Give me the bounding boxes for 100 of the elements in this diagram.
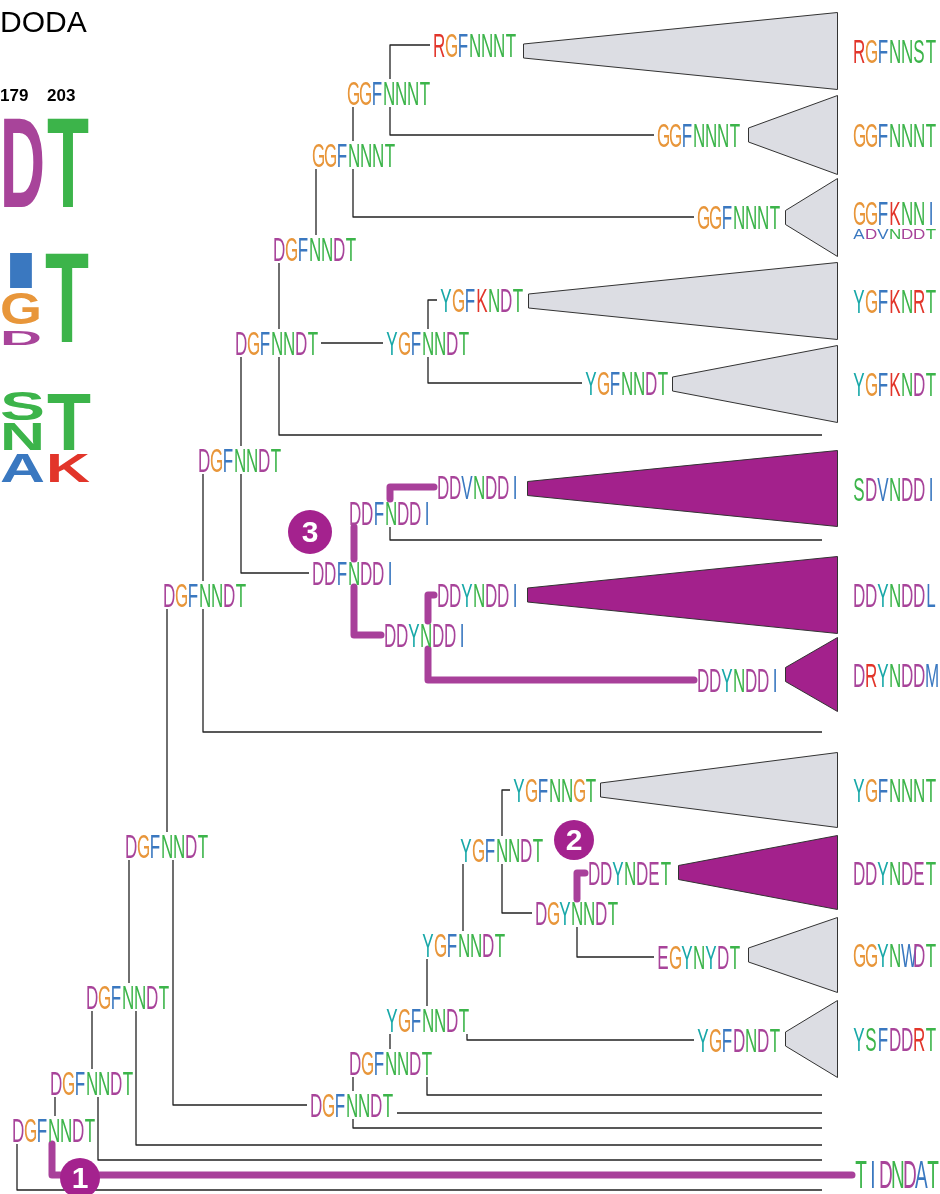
clade-triangle	[785, 1000, 838, 1078]
residue-letter: I	[0, 252, 42, 289]
residue-sequence: YGFNNDT	[386, 1006, 470, 1034]
tree-branch	[135, 1010, 823, 1146]
residue-sequence: DDVNDDI	[437, 473, 521, 501]
residue-letter: S	[0, 391, 45, 421]
clade-triangle	[600, 752, 838, 828]
tree-branch	[350, 523, 358, 563]
clade-triangle	[678, 835, 838, 910]
tree-branch	[386, 483, 438, 503]
tree-branch	[396, 1112, 823, 1114]
tree-branch	[240, 473, 310, 574]
clade-triangle	[785, 637, 838, 712]
consensus-sequence: GGFNNNT	[853, 121, 937, 149]
position-number: 179	[0, 86, 29, 106]
clade-triangle	[748, 95, 838, 175]
clade-triangle	[527, 556, 838, 634]
tree-branch	[424, 645, 698, 684]
tree-branch	[315, 168, 317, 236]
tree-branch	[128, 859, 130, 984]
residue-sequence: DGFNNDT	[349, 1049, 433, 1077]
residue-sequence: DGFNNDT	[12, 1116, 96, 1144]
consensus-sequence: DDYNDET	[853, 858, 937, 887]
residue-sequence: GGFNNNT	[657, 121, 741, 149]
residue-sequence: YGFNNDT	[585, 369, 669, 397]
residue-letter: A	[0, 453, 45, 483]
callout-number: 1	[60, 1158, 100, 1194]
tree-branch	[352, 1118, 823, 1129]
consensus-sequence: SDVNDDI	[853, 474, 935, 503]
residue-sequence: YGFKNDT	[440, 286, 524, 314]
callout-number: 3	[288, 510, 332, 554]
tree-branch	[352, 106, 354, 142]
clade-triangle	[785, 178, 838, 257]
tree-branch	[462, 863, 464, 932]
residue-sequence: DDYNDDI	[697, 666, 781, 694]
tree-branch	[501, 863, 533, 914]
tree-branch	[166, 608, 168, 833]
residue-sequence: YGFDNDT	[697, 1026, 781, 1054]
residue-sequence: DGFNNDT	[310, 1091, 394, 1119]
residue-sequence: YGFNNDT	[386, 329, 470, 357]
tree-branch	[54, 1096, 56, 1117]
tree-branch	[352, 1076, 354, 1092]
clade-triangle	[748, 917, 838, 993]
tree-branch	[389, 526, 823, 541]
title: DODA	[0, 4, 87, 40]
consensus-sequence: YGFNNNT	[853, 776, 937, 804]
tree-branch	[426, 958, 428, 1007]
residue-sequence: DDYNDDI	[384, 621, 468, 649]
residue-sequence: GGFNNNT	[697, 203, 781, 231]
tree-branch	[427, 299, 438, 330]
tree-branch	[424, 591, 438, 625]
tree-branch	[278, 356, 823, 436]
tree-branch	[278, 262, 280, 330]
residue-letter: T	[47, 391, 91, 451]
residue-sequence: YGFNNDT	[422, 931, 506, 959]
residue-letter: T	[47, 117, 89, 210]
consensus-sequence: YSFDDRT	[853, 1025, 937, 1053]
residue-sequence: YGFNNDT	[460, 836, 544, 864]
tree-branch	[389, 106, 655, 136]
tree-branch	[389, 1033, 391, 1050]
consensus-sequence: GGFKNNI	[853, 198, 934, 227]
residue-sequence: DGFNNDT	[86, 983, 170, 1011]
residue-sequence: YGFNNGT	[513, 776, 597, 804]
residue-sequence: DDYNDET	[588, 859, 672, 887]
residue-sequence: DGFNNDT	[273, 235, 357, 263]
tree-branch	[573, 869, 589, 903]
residue-sequence: DDFNDDI	[349, 499, 433, 527]
residue-sequence: DGYNNDT	[535, 899, 619, 927]
tree-branch	[48, 1140, 856, 1179]
residue-sequence: DDFNDDI	[312, 559, 396, 587]
clade-triangle	[523, 12, 838, 90]
tree-branch	[91, 1010, 93, 1070]
residue-sequence: DGFNNDT	[163, 581, 247, 609]
consensus-sequence: DRYNDDM	[853, 660, 937, 689]
residue-letter: D	[0, 117, 45, 210]
tree-branch	[202, 608, 823, 733]
residue-sequence: DGFNNDT	[50, 1069, 134, 1097]
residue-letter: G	[0, 292, 42, 325]
clade-triangle	[527, 450, 838, 527]
residue-sequence: DGFNNDT	[198, 446, 282, 474]
tree-branch	[16, 1143, 823, 1191]
consensus-sequence: YGFKNRT	[853, 287, 937, 315]
tree-branch	[172, 859, 308, 1106]
tree-branch	[426, 1076, 823, 1096]
residue-sequence: EGYNYDT	[657, 943, 741, 971]
consensus-sequence: YGFKNDT	[853, 370, 937, 398]
residue-sequence: RGFNNNT	[433, 31, 517, 59]
clade-triangle	[528, 262, 838, 340]
callout-number: 2	[554, 820, 594, 860]
residue-sequence: DDYNDDI	[437, 581, 521, 609]
residue-letter: D	[0, 328, 42, 343]
residue-sequence: DGFNNDT	[125, 832, 209, 860]
tree-branch	[576, 926, 655, 958]
residue-sequence: GGFNNNT	[347, 79, 431, 107]
tree-branch	[501, 789, 511, 837]
position-number: 203	[47, 86, 76, 106]
residue-letter: N	[0, 423, 45, 451]
residue-sequence: DGFNNDT	[235, 329, 319, 357]
tree-branch	[320, 342, 384, 344]
consensus-sequence: ADVNDDT	[853, 227, 937, 240]
